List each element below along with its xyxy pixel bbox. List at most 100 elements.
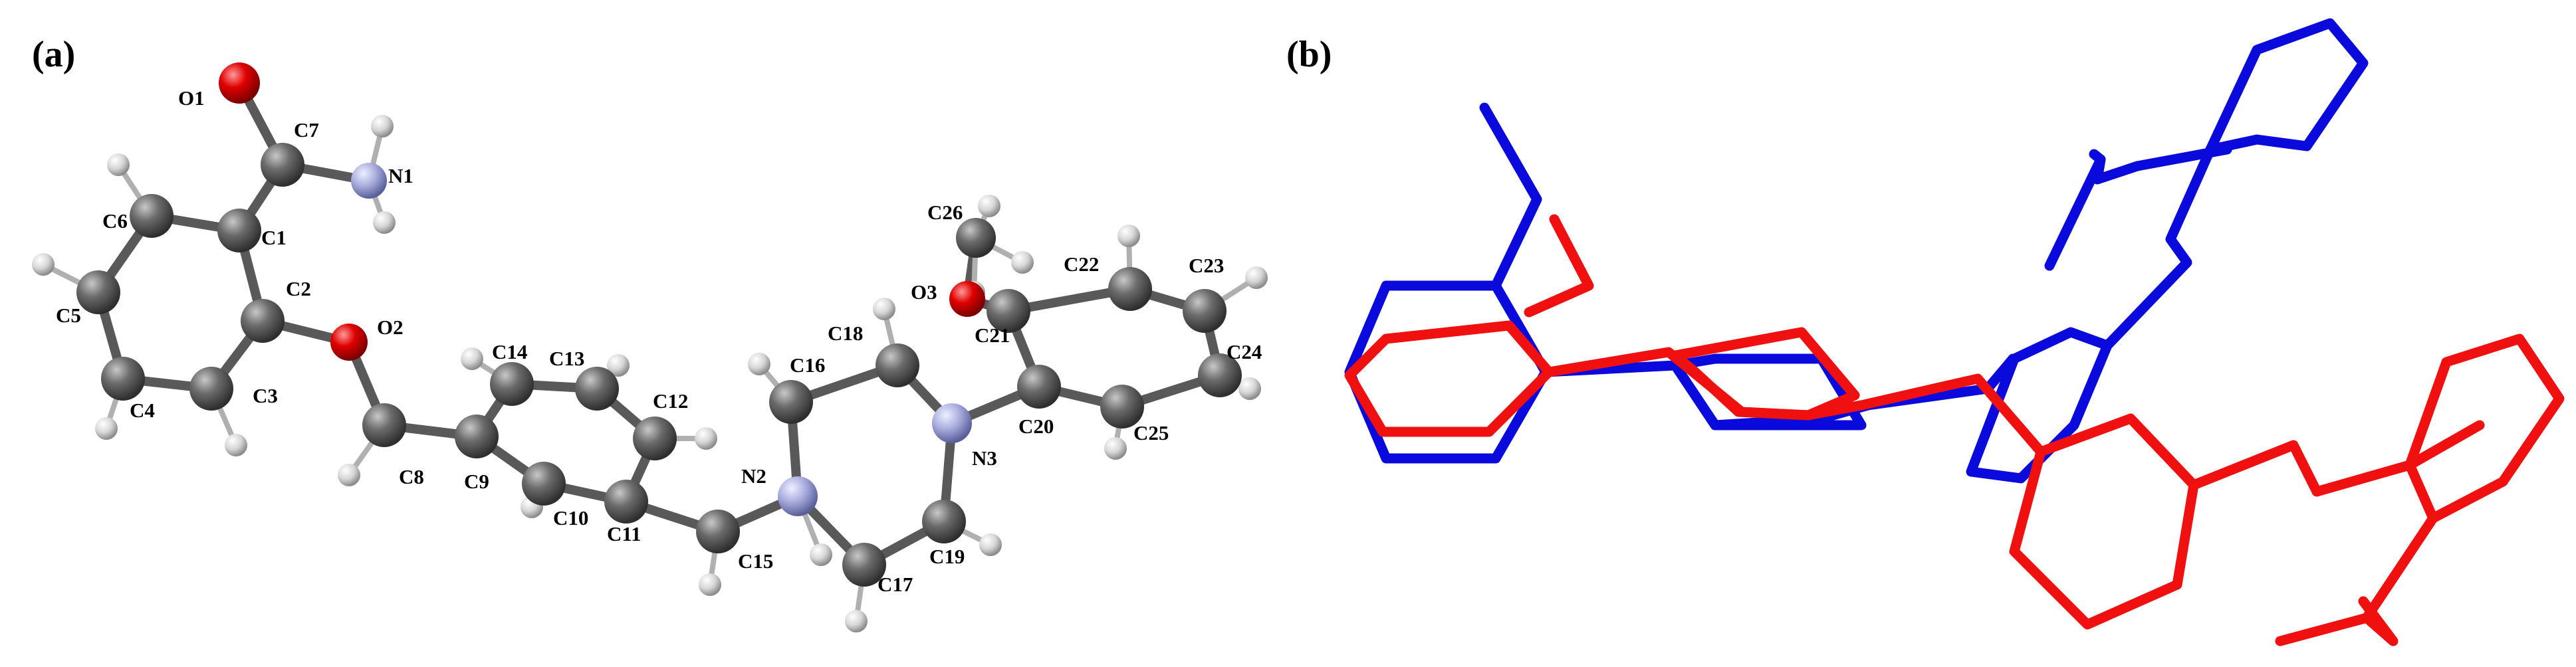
atom-C2 — [241, 299, 285, 343]
atom-C14 — [490, 362, 534, 406]
atom-label-O3: O3 — [911, 280, 937, 304]
hydrogen-atom-6 — [338, 464, 360, 486]
atom-label-C23: C23 — [1189, 254, 1224, 277]
conformer-overlay — [1344, 18, 2565, 646]
molecule-atoms — [32, 62, 1268, 632]
red-ring-middle — [2009, 413, 2199, 630]
red-ring-left — [1344, 320, 1554, 437]
atom-C5 — [76, 270, 120, 314]
atom-label-C6: C6 — [102, 209, 128, 233]
atom-label-N3: N3 — [972, 446, 997, 470]
atom-O2 — [330, 324, 368, 361]
hydrogen-atom-1 — [373, 211, 396, 234]
atom-label-N1: N1 — [388, 164, 413, 187]
atom-label-C10: C10 — [553, 506, 588, 529]
hydrogen-atom-19 — [1238, 377, 1261, 400]
atom-label-C21: C21 — [975, 324, 1010, 347]
hydrogen-atom-22 — [845, 610, 868, 632]
blue-chain-up — [2102, 144, 2232, 351]
atom-C15 — [696, 510, 740, 553]
hydrogen-atom-17 — [1117, 225, 1140, 247]
hydrogen-atom-23 — [810, 543, 832, 566]
atom-C16 — [769, 380, 813, 424]
hydrogen-atom-2 — [107, 153, 130, 176]
atom-C13 — [575, 367, 619, 411]
atom-label-C2: C2 — [286, 277, 311, 300]
panel-label-b: (b) — [1286, 34, 1332, 75]
atom-label-O2: O2 — [377, 316, 404, 339]
atom-O3 — [949, 281, 985, 317]
blue-side-branch — [2044, 149, 2106, 271]
atom-C1 — [217, 209, 261, 252]
atom-label-C9: C9 — [464, 470, 489, 493]
atom-C7 — [261, 143, 304, 187]
atom-N2 — [778, 476, 818, 516]
molecule-bonds — [41, 78, 1259, 624]
red-side-branch — [2275, 513, 2438, 646]
atom-label-C18: C18 — [828, 322, 863, 345]
atom-label-C25: C25 — [1133, 421, 1169, 444]
hydrogen-atom-20 — [1104, 437, 1127, 460]
atom-C12 — [633, 417, 677, 460]
atom-label-C8: C8 — [399, 465, 424, 488]
hydrogen-atom-12 — [748, 353, 770, 375]
atom-C18 — [876, 343, 919, 387]
hydrogen-atom-5 — [225, 434, 247, 456]
atom-N3 — [932, 403, 972, 443]
blue-ring-top — [2205, 18, 2369, 155]
hydrogen-atom-11 — [699, 573, 721, 596]
hydrogen-atom-15 — [978, 195, 1000, 217]
red-side-branch-2 — [2358, 596, 2399, 646]
atom-label-C19: C19 — [929, 545, 965, 568]
atom-C9 — [455, 415, 499, 458]
atom-C4 — [101, 357, 145, 401]
atom-label-C20: C20 — [1018, 415, 1054, 438]
hydrogen-atom-16 — [1011, 251, 1034, 274]
atom-label-C4: C4 — [130, 399, 155, 422]
red-conformer — [1344, 214, 2565, 646]
blue-bond-top — [2132, 144, 2232, 171]
hydrogen-atom-7 — [461, 347, 483, 370]
hydrogen-atom-9 — [695, 427, 717, 450]
hydrogen-atom-21 — [979, 533, 1002, 556]
atom-label-C17: C17 — [878, 573, 913, 596]
atom-label-C5: C5 — [56, 304, 81, 327]
molecule-atom-labels: O1 C7 N1 C6 C1 C5 C2 O2 C4 C3 C8 C9 C14 … — [56, 86, 1262, 596]
panel-label-a: (a) — [32, 34, 75, 75]
atom-label-C12: C12 — [653, 389, 688, 413]
atom-C10 — [522, 462, 566, 506]
hydrogen-atom-4 — [95, 417, 118, 440]
atom-label-C26: C26 — [927, 201, 963, 224]
atom-label-C15: C15 — [738, 549, 773, 573]
atom-N1 — [351, 163, 387, 199]
atom-C11 — [604, 480, 648, 524]
blue-ring-middle — [1966, 327, 2113, 484]
hydrogen-atom-8 — [607, 354, 630, 377]
red-ring-right — [2404, 334, 2565, 524]
hydrogen-atom-18 — [1245, 266, 1268, 289]
atom-label-N2: N2 — [741, 464, 766, 488]
atom-label-C7: C7 — [294, 118, 319, 142]
atom-C8 — [362, 403, 406, 447]
hydrogen-atom-3 — [32, 253, 55, 276]
atom-C22 — [1108, 267, 1152, 311]
atom-label-C22: C22 — [1064, 252, 1099, 276]
atom-label-C16: C16 — [790, 353, 825, 377]
atom-label-C11: C11 — [607, 522, 642, 545]
red-methoxy-chain — [1524, 214, 1594, 318]
atom-label-C13: C13 — [549, 347, 584, 370]
atom-C24 — [1198, 353, 1242, 397]
atom-C26 — [956, 218, 996, 258]
atom-C21 — [987, 289, 1030, 333]
atom-label-C1: C1 — [261, 226, 287, 249]
atom-C3 — [189, 367, 233, 411]
atom-C23 — [1183, 289, 1227, 333]
hydrogen-atom-13 — [873, 298, 895, 320]
blue-side-branch-2 — [2092, 154, 2143, 185]
atom-C19 — [922, 500, 966, 543]
atom-label-C3: C3 — [253, 384, 278, 407]
blue-methyl-chain — [1479, 102, 1542, 291]
red-ring-piperazine — [1670, 327, 1860, 421]
atom-label-O1: O1 — [178, 86, 205, 110]
